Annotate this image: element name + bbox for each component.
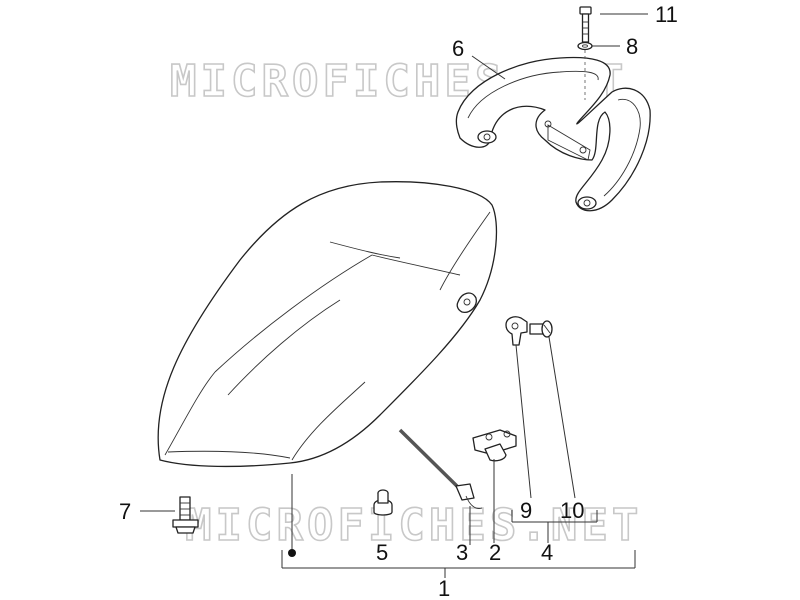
washer-part [577, 41, 593, 51]
rubber-buffer-part [373, 489, 393, 516]
seat-hook-part [505, 316, 528, 346]
callout-9: 9 [520, 498, 532, 523]
callout-6: 6 [452, 36, 464, 61]
leader-lines [140, 13, 648, 578]
callout-2: 2 [489, 540, 501, 565]
callout-4: 4 [541, 540, 553, 565]
cable-tie-part [398, 428, 483, 509]
bolt-part [579, 6, 592, 43]
callout-11: 11 [655, 2, 678, 27]
lock-plate-part [472, 429, 517, 462]
callout-3: 3 [456, 540, 468, 565]
callout-10: 10 [560, 498, 584, 523]
callout-8: 8 [626, 34, 638, 59]
callout-5: 5 [376, 540, 388, 565]
seat-bolt-part [172, 496, 199, 534]
callout-1: 1 [438, 576, 450, 600]
seat-part [157, 181, 498, 468]
grab-handle-part [455, 50, 651, 212]
callout-7: 7 [119, 499, 131, 524]
seat-screw-part [529, 320, 553, 338]
watermark-bottom: MICROFICHES.NET [185, 500, 642, 551]
